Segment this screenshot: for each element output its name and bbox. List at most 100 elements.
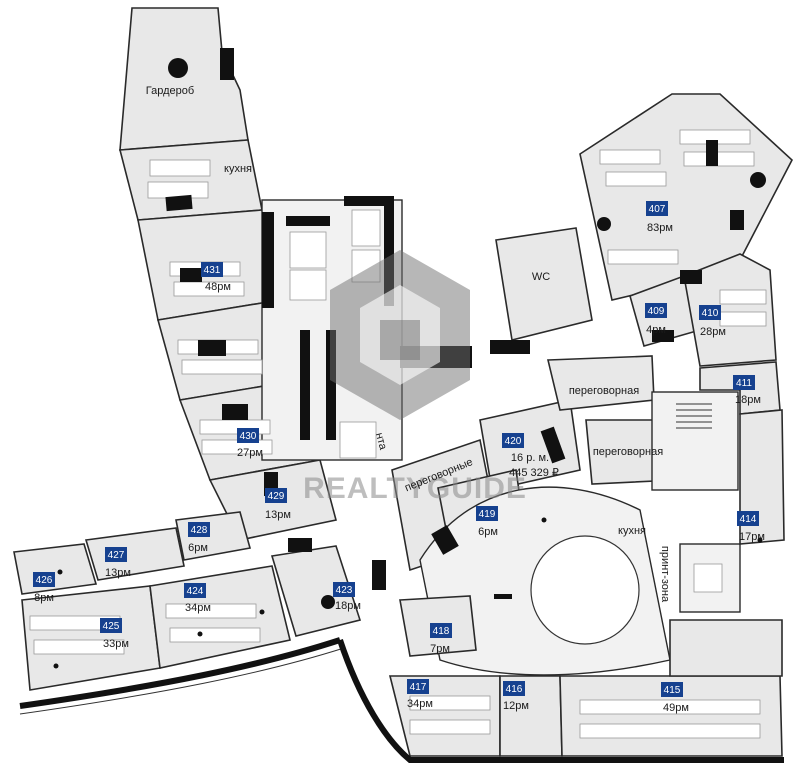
office-capacity-417: 34рм (407, 698, 433, 710)
workstations (29, 129, 767, 739)
office-capacity-419: 6рм (478, 526, 498, 538)
office-badge-426[interactable]: 426 (33, 572, 55, 587)
core-wall-4 (384, 196, 394, 306)
office-badge-409[interactable]: 409 (645, 303, 667, 318)
office-427-area[interactable] (84, 527, 185, 581)
svg-text:424: 424 (187, 586, 204, 597)
office-capacity-415: 49рм (663, 702, 689, 714)
core-wall-6 (326, 330, 336, 440)
stairs-east (676, 403, 712, 429)
core-wall-1 (262, 212, 274, 308)
outer-wall-west (19, 637, 341, 709)
svg-text:414: 414 (740, 514, 757, 525)
office-capacity-409: 4рм (646, 324, 666, 336)
office-badge-414[interactable]: 414 (737, 511, 759, 526)
atrium-circle (530, 535, 640, 645)
office-capacity-410: 28рм (700, 326, 726, 338)
office-capacity-407: 83рм (647, 222, 673, 234)
zone-meeting-room-1[interactable] (546, 355, 655, 411)
office-badge-411[interactable]: 411 (733, 375, 755, 390)
office-badge-419[interactable]: 419 (476, 506, 498, 521)
core-wall-3 (344, 196, 394, 206)
office-badge-430[interactable]: 430 (237, 428, 259, 443)
atrium-marker (494, 594, 512, 599)
zone-wc (495, 227, 593, 341)
office-407-area[interactable] (579, 93, 793, 301)
office-badge-424[interactable]: 424 (184, 583, 206, 598)
svg-text:431: 431 (204, 265, 221, 276)
office-423-area[interactable] (270, 545, 362, 637)
outer-wall-west-inner (19, 647, 345, 715)
office-badge-407[interactable]: 407 (646, 201, 668, 216)
office-capacity-418: 7рм (430, 643, 450, 655)
office-capacity-431: 48рм (205, 281, 231, 293)
office-capacity-428: 6рм (188, 542, 208, 554)
office-414-area[interactable] (739, 409, 785, 545)
office-badge-420[interactable]: 420 (502, 433, 524, 448)
office-badge-417[interactable]: 417 (407, 679, 429, 694)
label-meeting-room-2: переговорная (593, 446, 663, 458)
svg-text:419: 419 (479, 509, 496, 520)
office-capacity-429: 13рм (265, 509, 291, 521)
label-wardrobe: Гардероб (146, 85, 194, 97)
svg-text:418: 418 (433, 626, 450, 637)
watermark-text: REALTYGUIDE (303, 472, 527, 505)
office-badge-428[interactable]: 428 (188, 522, 210, 537)
office-badge-431[interactable]: 431 (201, 262, 223, 277)
outer-wall-south (337, 639, 784, 763)
label-kitchen-center: кухня (618, 525, 646, 537)
office-badge-410[interactable]: 410 (699, 305, 721, 320)
svg-text:407: 407 (649, 204, 666, 215)
column-dots (53, 58, 766, 669)
svg-text:420: 420 (505, 436, 522, 447)
stair-core-east (651, 391, 739, 491)
elevator-south (693, 563, 723, 593)
office-capacity-420: 16 р. м. (511, 452, 549, 464)
office-capacity-427: 13рм (105, 567, 131, 579)
office-badge-429[interactable]: 429 (265, 488, 287, 503)
office-capacity-411: 18рм (735, 394, 761, 406)
svg-text:425: 425 (103, 621, 120, 632)
office-capacity-423: 18рм (335, 600, 361, 612)
svg-text:409: 409 (648, 306, 665, 317)
svg-text:428: 428 (191, 525, 208, 536)
office-badge-418[interactable]: 418 (430, 623, 452, 638)
svg-text:427: 427 (108, 550, 125, 561)
svg-text:417: 417 (410, 682, 427, 693)
office-410-area[interactable] (683, 253, 777, 367)
label-wc: WC (532, 271, 550, 283)
office-badge-423[interactable]: 423 (333, 582, 355, 597)
watermark-logo (330, 250, 470, 420)
label-meeting-room-1: переговорная (569, 385, 639, 397)
office-capacity-416: 12рм (503, 700, 529, 712)
svg-text:410: 410 (702, 308, 719, 319)
office-badge-425[interactable]: 425 (100, 618, 122, 633)
office-428-area[interactable] (175, 511, 252, 561)
office-417-area[interactable] (388, 675, 501, 757)
svg-text:415: 415 (664, 685, 681, 696)
core-wall-5 (300, 330, 310, 440)
zone-east-strip (669, 619, 783, 677)
office-badge-415[interactable]: 415 (661, 682, 683, 697)
svg-text:416: 416 (506, 684, 523, 695)
svg-text:430: 430 (240, 431, 257, 442)
svg-text:426: 426 (36, 575, 53, 586)
label-reception-partial: нта (373, 431, 389, 451)
svg-text:423: 423 (336, 585, 353, 596)
office-price-420: 445 329 ₽ (509, 467, 559, 479)
wall-blocks (165, 48, 744, 590)
office-capacity-414: 17рм (739, 531, 765, 543)
core-wall-2 (286, 216, 330, 226)
office-capacity-430: 27рм (237, 447, 263, 459)
office-capacity-426: 8рм (34, 592, 54, 604)
office-badge-427[interactable]: 427 (105, 547, 127, 562)
svg-text:411: 411 (736, 378, 752, 389)
label-kitchen-top: кухня (224, 163, 252, 175)
label-print-zone: принт-зона (659, 546, 671, 603)
office-badge-416[interactable]: 416 (503, 681, 525, 696)
svg-text:429: 429 (268, 491, 285, 502)
office-capacity-425: 33рм (103, 638, 129, 650)
office-capacity-424: 34рм (185, 602, 211, 614)
office-420-area[interactable] (479, 399, 581, 491)
